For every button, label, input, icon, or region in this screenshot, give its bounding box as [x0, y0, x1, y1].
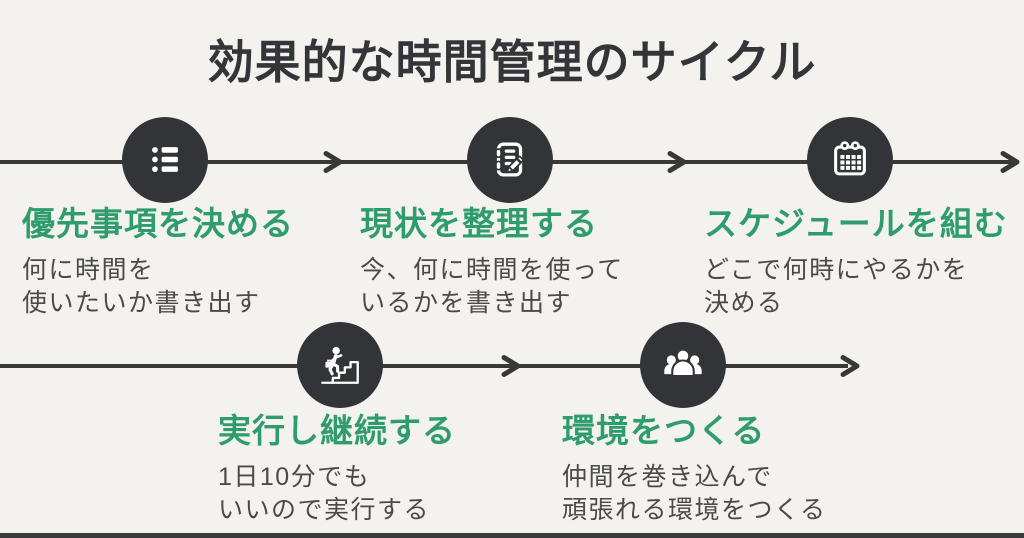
step-5: 環境をつくる 仲間を巻き込んで頑張れる環境をつくる [562, 404, 827, 527]
step-4-description: 1日10分でもいいので実行する [218, 461, 456, 527]
step-4-desc-line-1: 1日10分でも [218, 463, 371, 491]
list-icon [152, 147, 178, 172]
step-4-desc-line-2: いいので実行する [218, 496, 431, 524]
step-2-icon-circle [467, 117, 553, 203]
step-1-description: 何に時間を使いたいか書き出す [22, 254, 294, 320]
step-4-heading: 実行し継続する [218, 412, 456, 449]
step-4: 実行し継続する 1日10分でもいいので実行する [218, 404, 456, 527]
arrowhead-bottom-1 [501, 355, 521, 377]
arrowhead-top-end [1000, 151, 1020, 173]
step-2-desc-line-1: 今、何に時間を使って [360, 256, 624, 284]
step-4-icon-circle [297, 322, 383, 408]
step-3-heading: スケジュールを組む [704, 205, 1008, 242]
step-1-desc-line-1: 何に時間を [22, 256, 155, 284]
notepad-pencil-icon [495, 142, 524, 177]
arrowhead-top-2 [667, 151, 687, 173]
step-5-icon-circle [640, 322, 726, 408]
arrowhead-bottom-end [840, 355, 860, 377]
step-3: スケジュールを組む どこで何時にやるかを決める [704, 197, 1008, 320]
step-3-desc-line-1: どこで何時にやるかを [704, 256, 969, 284]
step-2-description: 今、何に時間を使っているかを書き出す [360, 254, 624, 320]
step-3-icon-circle [807, 117, 893, 203]
calendar-icon [834, 141, 866, 176]
step-5-description: 仲間を巻き込んで頑張れる環境をつくる [562, 461, 827, 527]
step-1-heading: 優先事項を決める [22, 205, 294, 242]
step-5-heading: 環境をつくる [562, 412, 766, 449]
stairs-climbing-icon [321, 346, 359, 384]
arrowhead-top-1 [323, 151, 343, 173]
step-2-desc-line-2: いるかを書き出す [360, 289, 573, 317]
step-2: 現状を整理する 今、何に時間を使っているかを書き出す [360, 197, 624, 320]
step-1-icon-circle [122, 117, 208, 203]
page-title: 効果的な時間管理のサイクル [207, 36, 817, 88]
step-2-heading: 現状を整理する [360, 205, 598, 242]
step-1: 優先事項を決める 何に時間を使いたいか書き出す [22, 197, 294, 320]
step-3-desc-line-2: 決める [704, 289, 784, 317]
step-3-description: どこで何時にやるかを決める [704, 254, 1008, 320]
step-5-desc-line-1: 仲間を巻き込んで [562, 463, 773, 491]
step-5-desc-line-2: 頑張れる環境をつくる [562, 496, 827, 524]
bottom-border-bar [0, 533, 1024, 538]
people-group-icon [664, 348, 702, 378]
step-1-desc-line-2: 使いたいか書き出す [22, 289, 261, 317]
